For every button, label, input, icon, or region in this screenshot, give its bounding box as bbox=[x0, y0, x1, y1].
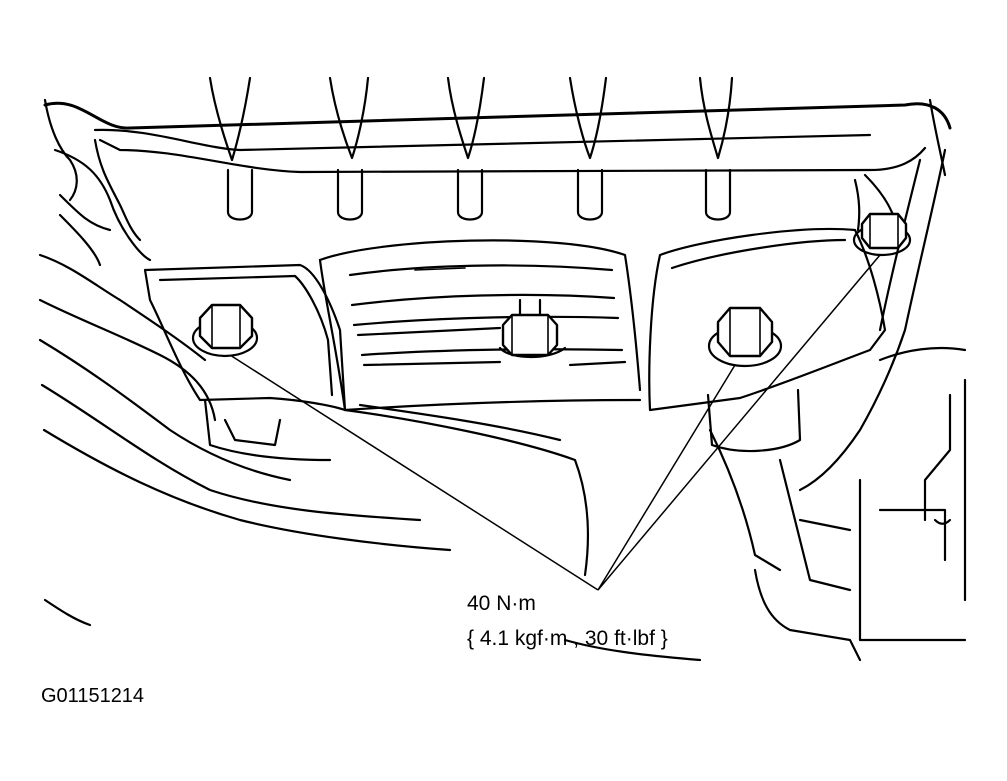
torque-value-label: 40 N·m bbox=[467, 592, 536, 615]
bolt-right bbox=[707, 306, 783, 368]
bolt-left bbox=[191, 303, 259, 358]
bolt-center bbox=[498, 298, 567, 358]
figure-id-label: G01151214 bbox=[41, 685, 145, 707]
left-housing bbox=[38, 98, 452, 627]
right-mount-plate bbox=[648, 173, 897, 453]
center-mount-body bbox=[318, 239, 642, 577]
torque-conversion-label: { 4.1 kgf·m , 30 ft·lbf } bbox=[467, 627, 668, 650]
torque-leader-lines bbox=[229, 254, 881, 591]
bolt-far-right bbox=[852, 212, 912, 257]
manifold-runners bbox=[43, 76, 952, 221]
